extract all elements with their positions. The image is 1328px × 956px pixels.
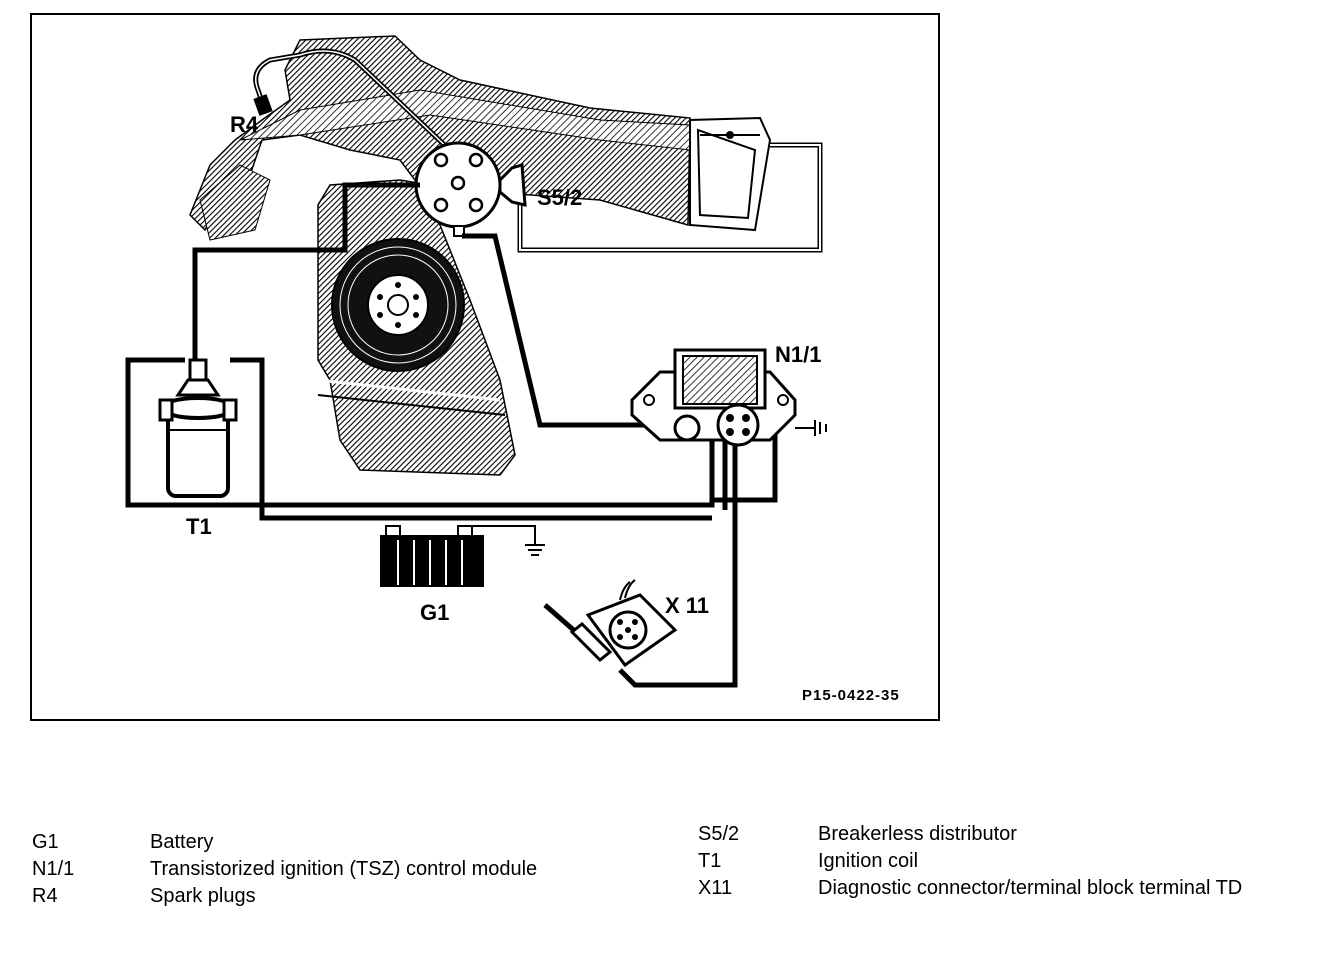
label-t1: T1 (186, 514, 212, 539)
legend-description: Breakerless distributor (818, 823, 1017, 845)
diagram-frame (30, 13, 940, 721)
crankshaft-pulley (331, 238, 465, 372)
label-n1-1: N1/1 (775, 342, 821, 367)
label-r4: R4 (230, 112, 259, 137)
battery-icon (380, 525, 545, 587)
wiring-harness (125, 182, 778, 688)
figure-reference: P15-0422-35 (802, 687, 900, 704)
legend-code: G1 (32, 831, 59, 853)
label-g1: G1 (420, 600, 449, 625)
legend-right: S5/2 Breakerless distributor T1 Ignition… (698, 821, 1242, 902)
intake-assembly (689, 116, 772, 232)
diagnostic-connector-icon (543, 579, 678, 668)
legend-description: Spark plugs (150, 885, 256, 907)
legend-code: S5/2 (698, 823, 740, 845)
legend-row: G1 Battery (32, 829, 537, 856)
legend-description: Battery (150, 831, 214, 853)
label-x11: X 11 (665, 593, 709, 618)
label-s5-2: S5/2 (537, 185, 582, 210)
legend-code: X11 (698, 877, 733, 899)
legend-description: Ignition coil (818, 850, 919, 872)
legend-row: X11 Diagnostic connector/terminal block … (698, 875, 1242, 902)
legend-code: T1 (698, 850, 722, 872)
legend-description: Transistorized ignition (TSZ) control mo… (150, 858, 538, 880)
legend-code: N1/1 (32, 858, 75, 880)
legend-left: G1 Battery N1/1 Transistorized ignition … (32, 829, 537, 910)
legend-row: N1/1 Transistorized ignition (TSZ) contr… (32, 856, 537, 883)
legend-description: Diagnostic connector/terminal block term… (818, 877, 1243, 899)
control-module-icon (630, 348, 827, 447)
legend-row: S5/2 Breakerless distributor (698, 821, 1242, 848)
ignition-coil-icon (158, 358, 238, 498)
spark-plug-icon (253, 94, 273, 116)
legend-row: R4 Spark plugs (32, 883, 537, 910)
legend-row: T1 Ignition coil (698, 848, 1242, 875)
legend-code: R4 (32, 885, 58, 907)
